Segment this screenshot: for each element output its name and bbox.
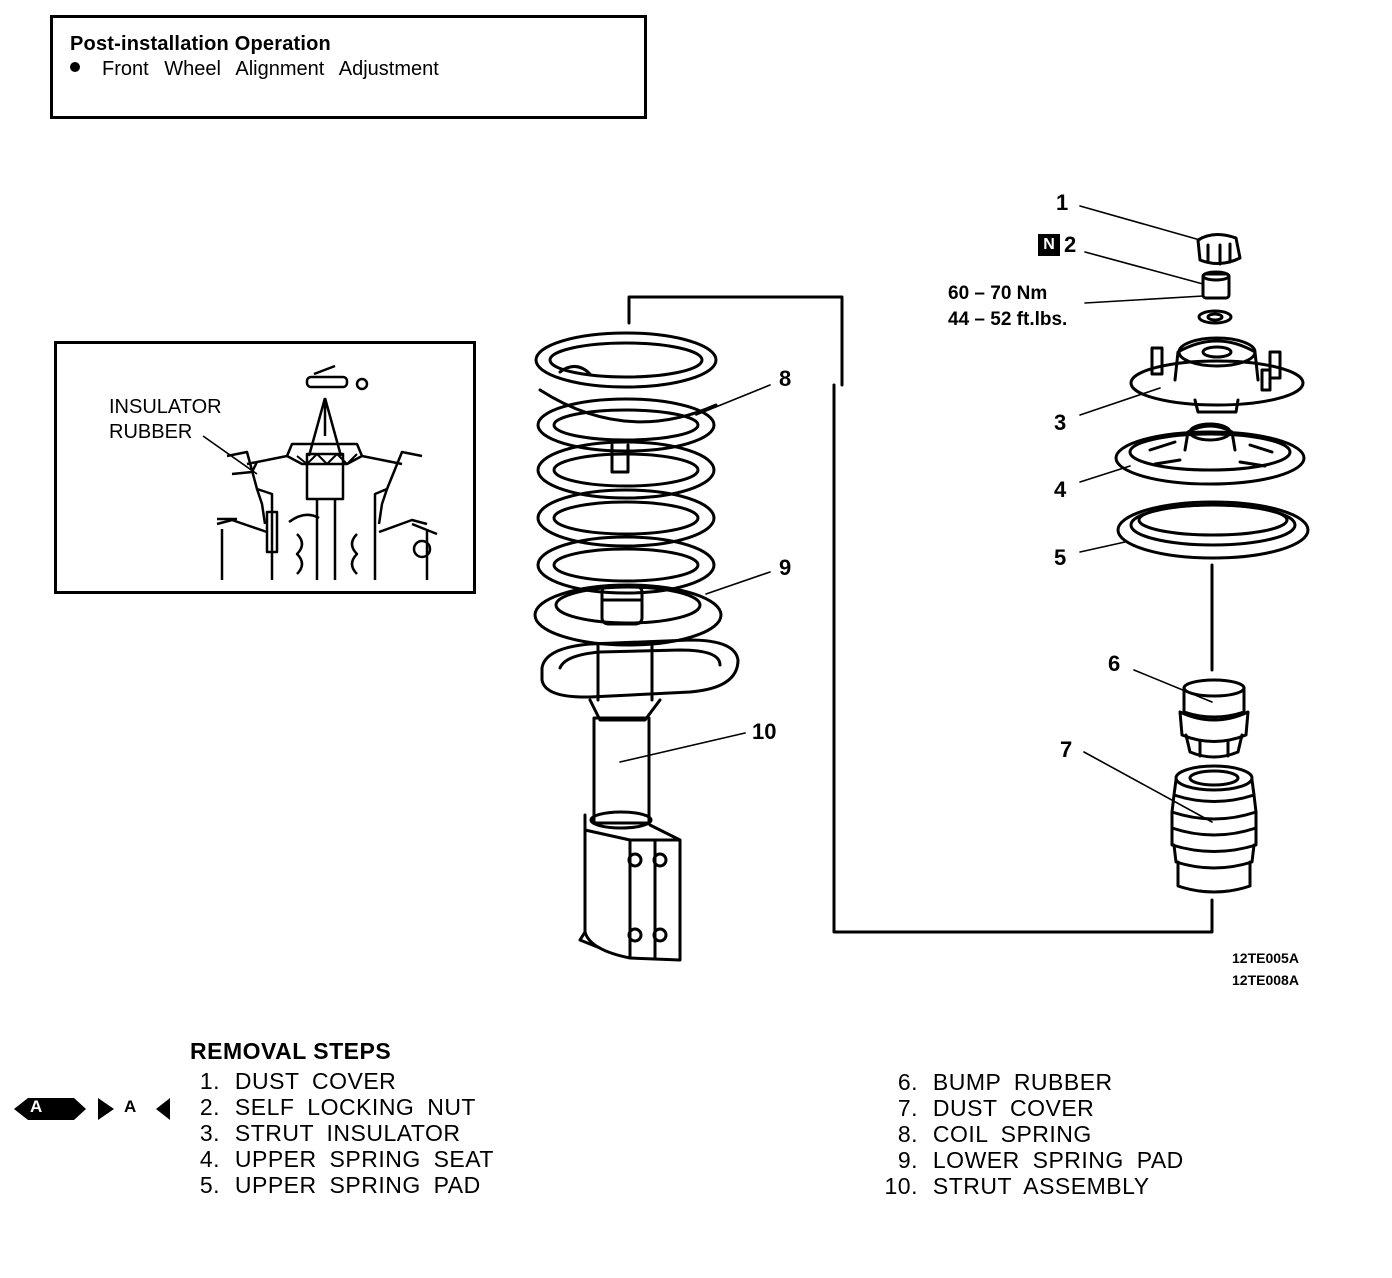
removal-step-4: 4. UPPER SPRING SEAT [199, 1146, 494, 1172]
strut-assembly [540, 638, 740, 962]
marker-right-arrow-icon [98, 1098, 114, 1120]
callout-2: 2 [1064, 232, 1077, 257]
removal-step-3: 3. STRUT INSULATOR [199, 1120, 461, 1146]
assembly-bracket [627, 295, 844, 387]
leader-lines [619, 205, 1213, 823]
removal-step-10: 10. STRUT ASSEMBLY [884, 1173, 1150, 1199]
post-installation-box: Post-installation Operation Front Wheel … [50, 15, 647, 119]
callout-10: 10 [752, 719, 777, 744]
removal-step-2: 2. SELF LOCKING NUT [199, 1094, 476, 1120]
removal-step-1: 1. DUST COVER [199, 1068, 397, 1094]
assembly-bracket-lower [832, 383, 1214, 934]
inset-label-line2: RUBBER [109, 421, 193, 443]
marker-right-letter: A [124, 1097, 137, 1116]
bullet-icon [70, 62, 80, 72]
marker-left-arrow-icon [14, 1098, 28, 1120]
removal-steps-title: REMOVAL STEPS [190, 1038, 392, 1064]
marker-left-letter: A [30, 1097, 43, 1116]
callout-5: 5 [1054, 545, 1067, 570]
upper-spring-pad [1116, 500, 1310, 560]
wrench-icon [305, 364, 369, 391]
removal-steps-column-2: 6. BUMP RUBBER 7. DUST COVER 8. COIL SPR… [880, 1069, 1184, 1199]
strut-insulator [1129, 336, 1305, 414]
dust-cover-cap [1196, 233, 1242, 266]
callout-1: 1 [1056, 190, 1069, 215]
post-installation-title: Post-installation Operation [70, 33, 331, 55]
dust-cover-boot [1170, 764, 1258, 894]
callout-7: 7 [1060, 737, 1073, 762]
callout-9: 9 [779, 555, 792, 580]
figure-code-2: 12TE008A [1232, 972, 1299, 988]
lower-spring-pad [533, 583, 723, 647]
upper-spring-seat [1114, 422, 1306, 486]
post-installation-item-text: Front Wheel Alignment Adjustment [102, 58, 439, 80]
insulator-rubber-inset: INSULATOR RUBBER [54, 341, 476, 594]
callout-8: 8 [779, 366, 792, 391]
post-installation-item: Front Wheel Alignment Adjustment [70, 58, 439, 81]
inset-label-line1: INSULATOR [109, 396, 222, 418]
torque-metric: 60 – 70 Nm [948, 283, 1048, 304]
removal-steps-column-1: 1. DUST COVER 2. SELF LOCKING NUT 3. STR… [190, 1068, 494, 1198]
insulator-rubber-detail [202, 364, 438, 580]
nut-replace-badge: N [1038, 234, 1060, 256]
figure-code-1: 12TE005A [1232, 950, 1299, 966]
coil-spring [534, 331, 718, 595]
self-locking-nut [1197, 270, 1233, 325]
removal-step-5: 5. UPPER SPRING PAD [199, 1172, 481, 1198]
callout-3: 3 [1054, 410, 1067, 435]
bump-rubber [1178, 678, 1250, 759]
callout-4: 4 [1054, 477, 1067, 502]
callout-6: 6 [1108, 651, 1121, 676]
removal-step-9: 9. LOWER SPRING PAD [897, 1147, 1184, 1173]
removal-step-8: 8. COIL SPRING [897, 1121, 1092, 1147]
service-markers [14, 1098, 170, 1120]
removal-step-7: 7. DUST COVER [897, 1095, 1095, 1121]
removal-step-6: 6. BUMP RUBBER [897, 1069, 1113, 1095]
torque-imperial: 44 – 52 ft.lbs. [948, 309, 1068, 330]
